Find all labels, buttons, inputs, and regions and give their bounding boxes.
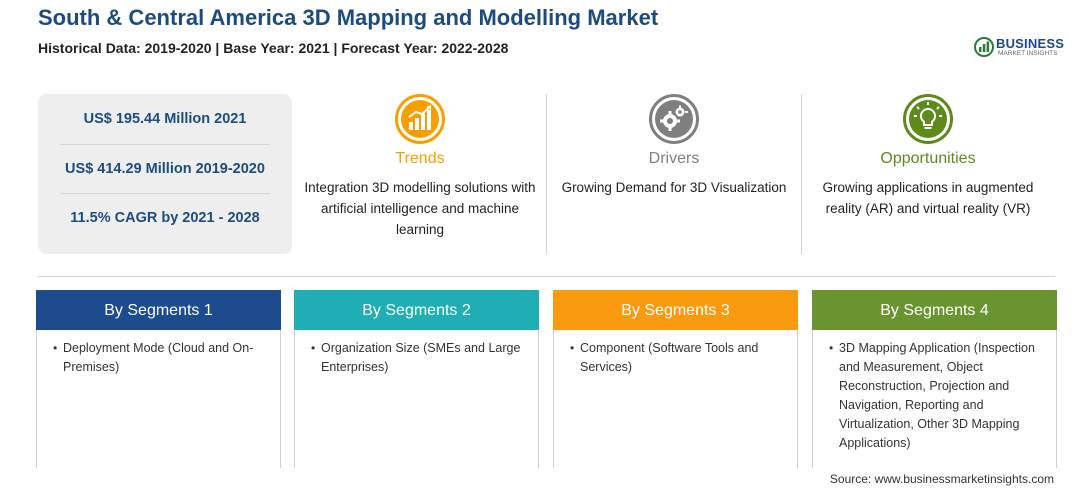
segment-1-header: By Segments 1 [36,290,281,330]
logo-sub-text: MARKET INSIGHTS [998,50,1058,57]
column-divider [801,94,802,254]
market-stats-panel: US$ 195.44 Million 2021 US$ 414.29 Milli… [38,94,292,254]
segment-4-header: By Segments 4 [812,290,1057,330]
segment-2-item-text: Organization Size (SMEs and Large Enterp… [321,341,521,374]
stat-divider [60,144,270,145]
opportunities-text: Growing applications in augmented realit… [822,180,1034,216]
segment-3-item: • Component (Software Tools and Services… [570,339,785,377]
source-note: Source: www.businessmarketinsights.com [829,472,1054,486]
stat-divider [60,193,270,194]
bullet-icon: • [829,341,834,355]
drivers-text: Growing Demand for 3D Visualization [561,180,787,195]
stat-market-size-historical: US$ 414.29 Million 2019-2020 [65,161,265,177]
logo-main-text: BUSINESS [996,36,1065,51]
lightbulb-icon [903,94,953,144]
page-title: South & Central America 3D Mapping and M… [38,5,659,30]
drivers-column: Drivers Growing Demand for 3D Visualizat… [552,94,796,254]
trends-text: Integration 3D modelling solutions with … [304,180,536,237]
segment-2-header: By Segments 2 [294,290,539,330]
trend-chart-icon [395,94,445,144]
trends-column: Trends Integration 3D modelling solution… [300,94,540,254]
opportunities-column: Opportunities Growing applications in au… [806,94,1050,254]
segment-card-1: By Segments 1 • Deployment Mode (Cloud a… [36,290,281,468]
stat-market-size-2021: US$ 195.44 Million 2021 [83,111,247,127]
segment-3-item-text: Component (Software Tools and Services) [580,341,759,374]
bullet-icon: • [53,341,58,355]
segment-4-item-text: 3D Mapping Application (Inspection and M… [839,341,1035,450]
page-subtitle: Historical Data: 2019-2020 | Base Year: … [38,40,509,56]
segment-1-body: • Deployment Mode (Cloud and On-Premises… [36,330,281,468]
segment-1-item: • Deployment Mode (Cloud and On-Premises… [53,339,268,377]
segment-1-item-text: Deployment Mode (Cloud and On-Premises) [63,341,254,374]
segment-2-item: • Organization Size (SMEs and Large Ente… [311,339,526,377]
opportunities-heading: Opportunities [880,150,976,167]
segment-3-header: By Segments 3 [553,290,798,330]
segment-card-2: By Segments 2 • Organization Size (SMEs … [294,290,539,468]
company-logo: BUSINESS MARKET INSIGHTS [974,35,1064,61]
segment-3-body: • Component (Software Tools and Services… [553,330,798,468]
segment-card-3: By Segments 3 • Component (Software Tool… [553,290,798,468]
drivers-heading: Drivers [648,150,700,167]
segment-4-body: • 3D Mapping Application (Inspection and… [812,330,1057,468]
logo-globe-icon [974,37,994,57]
stat-cagr: 11.5% CAGR by 2021 - 2028 [70,210,260,226]
bullet-icon: • [311,341,316,355]
segment-card-4: By Segments 4 • 3D Mapping Application (… [812,290,1057,468]
segment-4-item: • 3D Mapping Application (Inspection and… [829,339,1044,453]
column-divider [546,94,547,254]
trends-heading: Trends [395,150,445,167]
section-divider [38,276,1055,277]
gears-icon [649,94,699,144]
bullet-icon: • [570,341,575,355]
segment-2-body: • Organization Size (SMEs and Large Ente… [294,330,539,468]
